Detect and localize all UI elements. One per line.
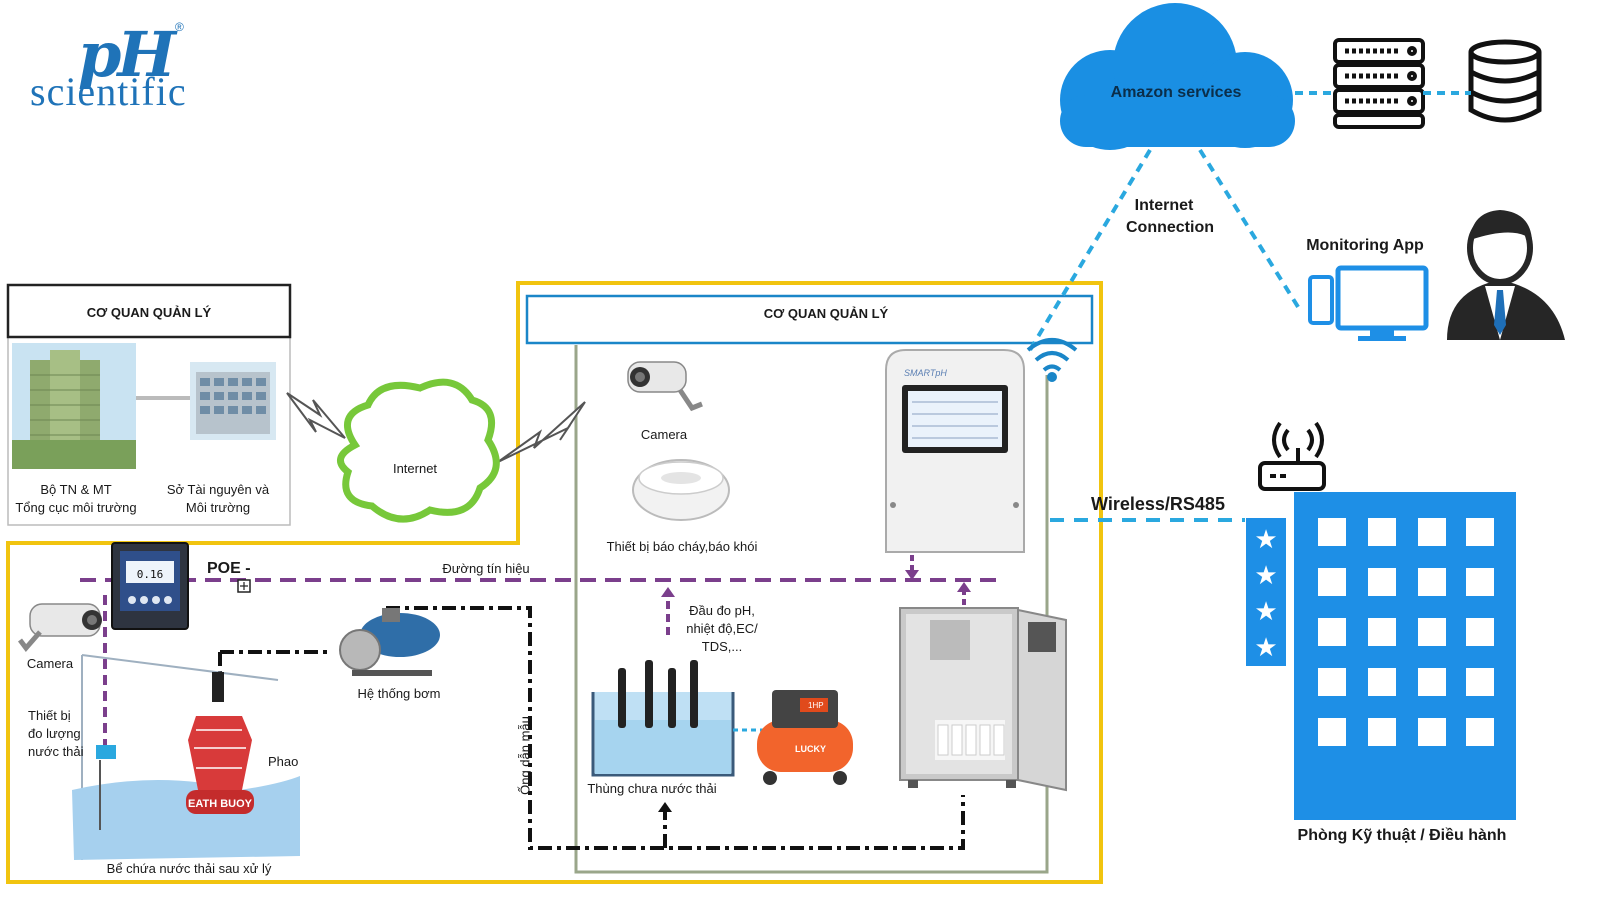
building-icon: ★ ★ ★ ★ [1246,492,1516,820]
database-icon [1468,39,1542,123]
station-yellow-frame [6,281,1103,884]
probe-label-l2: nhiệt độ,EC/ [686,621,758,636]
registered-mark: ® [175,20,184,34]
camera-icon [627,361,703,412]
svg-text:★: ★ [1254,633,1277,663]
wireless-label: Wireless/RS485 [1091,494,1225,514]
controller-brand: SMARTpH [904,368,947,378]
station-header: CƠ QUAN QUẢN LÝ [763,306,889,321]
left-agency-header: CƠ QUAN QUẢN LÝ [86,305,212,320]
controller-panel-icon [885,349,1025,553]
controller-sampler-arrowhead [905,570,919,580]
building-label: Phòng Kỹ thuật / Điều hành [1297,827,1507,844]
flow-meter-label-l1: Thiết bị [28,708,71,723]
monitor-icon [1335,265,1429,341]
internet-connection-line2: Connection [1126,219,1214,236]
ministry-building-image [12,343,136,469]
phone-icon [1308,275,1334,325]
lightning-left-icon [286,392,346,439]
smoke-detector-label: Thiết bị báo cháy,báo khói [606,539,758,554]
smoke-detector-icon [632,459,730,521]
treated-tank-label: Bể chứa nước thải sau xử lý [106,861,272,876]
left-agency-header-box [6,283,292,339]
user-avatar-icon [1447,210,1565,340]
probe-label-l1: Đầu đo pH, [689,603,755,618]
cloud-label: Amazon services [1110,84,1242,101]
sampler-controller-arrowhead [957,582,971,592]
probe-label-l3: TDS,... [701,639,743,654]
probe-signal-arrowhead [661,587,675,597]
ph-scientific-logo: pH ® scientific [30,18,230,118]
logo-mark: pH [78,18,176,91]
station-header-box [525,294,1094,345]
svg-text:★: ★ [1254,525,1277,555]
flow-meter-label-l2: đo lượng [28,726,81,741]
server-icon [1333,38,1425,129]
svg-text:★: ★ [1254,561,1277,591]
station-camera-label: Camera [640,427,688,442]
internet-cloud-icon [337,378,500,523]
field-camera-label: Camera [26,656,74,671]
field-meter-icon: 0.16 [111,542,189,630]
svg-text:★: ★ [1254,597,1277,627]
air-compressor-icon: LUCKY 1HP [757,690,853,785]
compressor-brand-text: LUCKY [795,744,826,754]
waste-tank-icon [591,660,735,777]
float-buoy-icon: EATH BUOY [186,672,254,814]
signal-line-label: Đường tín hiệu [442,561,530,576]
department-building-image [190,362,276,440]
cloud-app-link [1198,148,1302,312]
router-icon [1258,421,1326,491]
pipe-arrowhead [658,802,672,812]
compressor-hp-text: 1HP [808,701,824,710]
waste-tank-label: Thùng chưa nước thải [587,781,717,796]
org1-line1: Bộ TN & MT [40,482,112,497]
flow-meter-label-l3: nước thải [28,744,84,759]
lightning-right-icon [497,401,586,463]
internet-connection-line1: Internet [1134,197,1194,214]
pump-label: Hệ thống bơm [357,686,441,701]
pump-icon [339,608,440,676]
amazon-cloud-icon [1060,3,1295,150]
org2-line2: Môi trường [185,500,251,515]
flow-sensor-icon [96,745,116,759]
poe-label: POE - [207,560,251,577]
wifi-icon [1026,338,1078,382]
float-label: Phao [268,754,299,769]
cloud-station-link [1028,148,1152,352]
logo-text: scientific [30,69,187,114]
field-camera-icon [18,603,102,652]
meter-display-text: 0.16 [137,568,164,581]
buoy-text: EATH BUOY [188,798,253,810]
sampling-pipe-label: Ống dẫn mẫu [517,716,533,795]
internet-label: Internet [392,461,438,476]
auto-sampler-icon [899,607,1067,792]
monitoring-app-label: Monitoring App [1306,237,1424,254]
org2-line1: Sở Tài nguyên và [166,482,270,497]
org1-line2: Tổng cục môi trường [15,500,137,515]
